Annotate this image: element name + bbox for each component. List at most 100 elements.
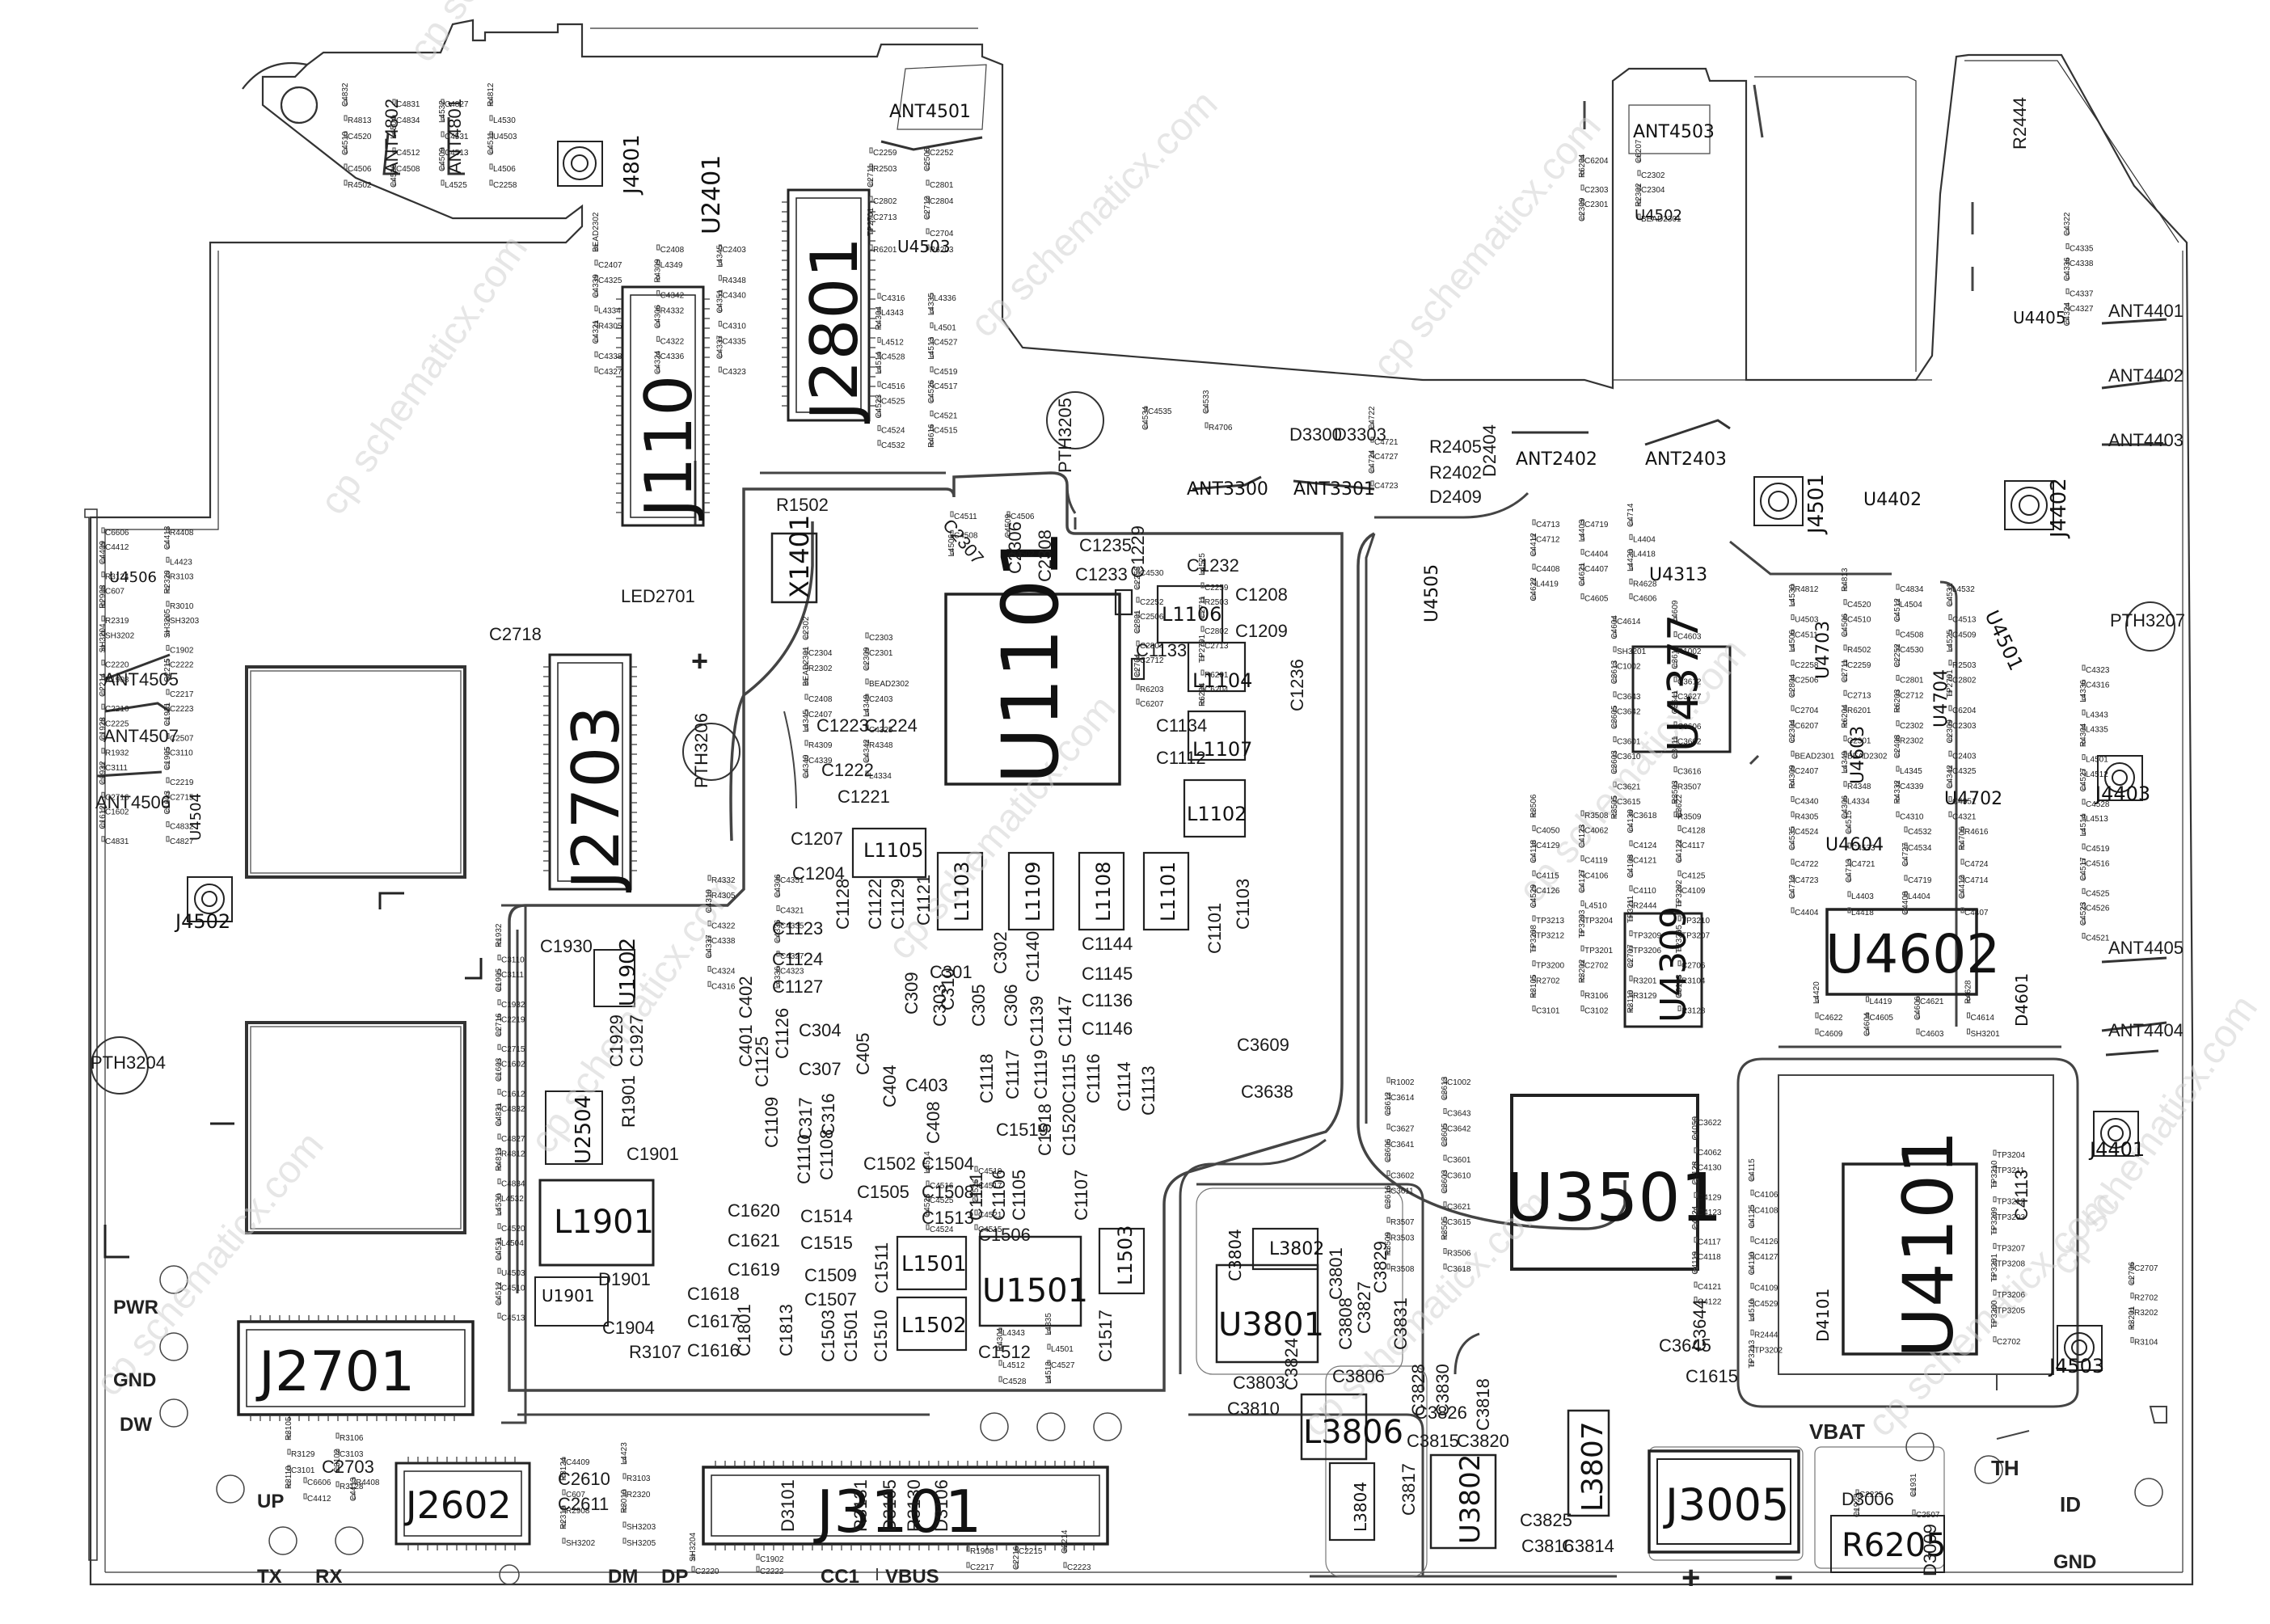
label-x1401: X1401 xyxy=(784,515,815,598)
part-label: C2214 xyxy=(1061,1529,1070,1554)
part-label: C3605 xyxy=(1610,705,1619,729)
smd-pad xyxy=(622,1521,627,1528)
part-label: L4404 xyxy=(1633,535,1656,544)
smd-pad xyxy=(718,290,722,297)
part-label: C6606 xyxy=(307,1478,331,1487)
smd-pad xyxy=(2082,813,2086,820)
smd-pad xyxy=(1205,422,1209,428)
part-label: C4516 xyxy=(881,382,905,391)
label-l3807: L3807 xyxy=(1576,1421,1610,1512)
smd-pad xyxy=(1865,996,1870,1002)
part-label: R3105 xyxy=(1530,974,1538,998)
part-label: TP3203 xyxy=(1997,1213,2025,1222)
smd-pad xyxy=(1200,626,1205,632)
part-label: C3615 xyxy=(1447,1218,1471,1227)
smd-pad xyxy=(656,275,660,281)
label-ant4505: ANT4505 xyxy=(103,669,179,690)
label-c302: C302 xyxy=(990,931,1011,974)
smd-pad xyxy=(1386,1154,1390,1161)
smd-pad xyxy=(930,440,934,446)
smd-pad xyxy=(1904,907,1908,913)
smd-pad xyxy=(1750,1329,1754,1335)
label-c1510: C1510 xyxy=(871,1310,891,1362)
label-c1515: C1515 xyxy=(800,1233,853,1253)
smd-pad xyxy=(2082,783,2086,790)
smd-pad xyxy=(1948,705,1952,711)
smd-pad xyxy=(2082,709,2086,715)
smd-pad xyxy=(101,791,105,798)
smd-pad xyxy=(930,336,934,344)
label-j4503: J4503 xyxy=(2048,1355,2104,1377)
part-label: R3129 xyxy=(291,1450,315,1459)
part-label: C3606 xyxy=(1384,1138,1393,1162)
smd-pad xyxy=(441,179,445,186)
smd-pad xyxy=(1896,629,1900,635)
smd-pad xyxy=(1948,811,1952,817)
smd-pad xyxy=(1677,975,1681,981)
watermark-text: cp schematicx.com xyxy=(401,0,626,70)
part-label: C4827 xyxy=(445,100,469,109)
part-label: C4605 xyxy=(1584,595,1609,604)
part-label: C4335 xyxy=(2070,245,2094,254)
part-label: C4603 xyxy=(1677,633,1702,642)
smd-pad xyxy=(1791,614,1795,621)
part-label: C1602 xyxy=(501,1061,525,1069)
shield-outlines xyxy=(501,461,2079,1578)
part-label: C2258 xyxy=(1133,566,1142,590)
part-label: C4724 xyxy=(1368,449,1377,474)
part-label: C4050 xyxy=(1691,1116,1700,1141)
part-label: R4304 xyxy=(2079,723,2088,747)
smd-pad xyxy=(1677,960,1681,967)
smd-pad xyxy=(966,1546,970,1552)
smd-pad xyxy=(865,663,869,669)
part-label: TP2701 xyxy=(1946,669,1955,698)
part-label: C2403 xyxy=(869,695,893,704)
smd-pad xyxy=(594,275,598,281)
label-u4101: U4101 xyxy=(1888,1130,1969,1358)
part-label: C4127 xyxy=(1754,1253,1778,1262)
part-label: C4337 xyxy=(715,335,724,359)
part-label: C4719 xyxy=(1908,876,1932,885)
smd-pad xyxy=(166,571,170,578)
part-label: C4310 xyxy=(722,322,746,331)
smd-pad xyxy=(656,290,660,297)
smd-pad xyxy=(998,1376,1002,1382)
part-label: C4351 xyxy=(715,289,724,314)
smd-pad xyxy=(1694,1207,1698,1213)
part-label: C3622 xyxy=(1698,1119,1722,1128)
part-label: C3616 xyxy=(1384,1185,1393,1209)
smd-pad xyxy=(101,762,105,769)
smd-pad xyxy=(2082,917,2086,924)
part-label: C4340 xyxy=(802,754,811,778)
label-d3300: D3300 xyxy=(1289,424,1342,445)
part-label: R6201 xyxy=(1205,671,1229,680)
smd-pad xyxy=(877,352,881,358)
smd-pad xyxy=(489,147,493,154)
label-r2402: R2402 xyxy=(1429,462,1482,483)
smd-pad xyxy=(1015,1546,1019,1552)
label-j4401: J4401 xyxy=(2088,1138,2145,1161)
part-label: L4420 xyxy=(1627,549,1635,572)
part-label: C4532 xyxy=(881,441,905,450)
label-r1901: R1901 xyxy=(618,1075,639,1128)
smd-pad xyxy=(1948,629,1952,635)
label-c1221: C1221 xyxy=(838,787,890,807)
part-label: L4513 xyxy=(1044,1361,1053,1384)
label-c1519: C1519 xyxy=(996,1120,1049,1140)
part-label: L4506 xyxy=(1788,630,1797,652)
part-label: C4727 xyxy=(1374,453,1399,462)
part-label: R4813 xyxy=(1841,567,1850,592)
smd-pad xyxy=(441,115,445,121)
smd-pad xyxy=(877,425,881,432)
label-c304: C304 xyxy=(799,1020,842,1040)
smd-pad xyxy=(1673,751,1677,757)
part-label: C4506 xyxy=(1841,613,1850,637)
part-label: C4327 xyxy=(2070,305,2094,314)
part-label: C3621 xyxy=(1617,782,1641,791)
part-label: TP3205 xyxy=(1997,1306,2025,1315)
label-u4309: U4309 xyxy=(1653,906,1694,1023)
smd-pad xyxy=(101,660,105,666)
smd-pad xyxy=(718,306,722,312)
smd-pad xyxy=(1580,930,1584,937)
part-label: C1928 xyxy=(99,717,108,741)
